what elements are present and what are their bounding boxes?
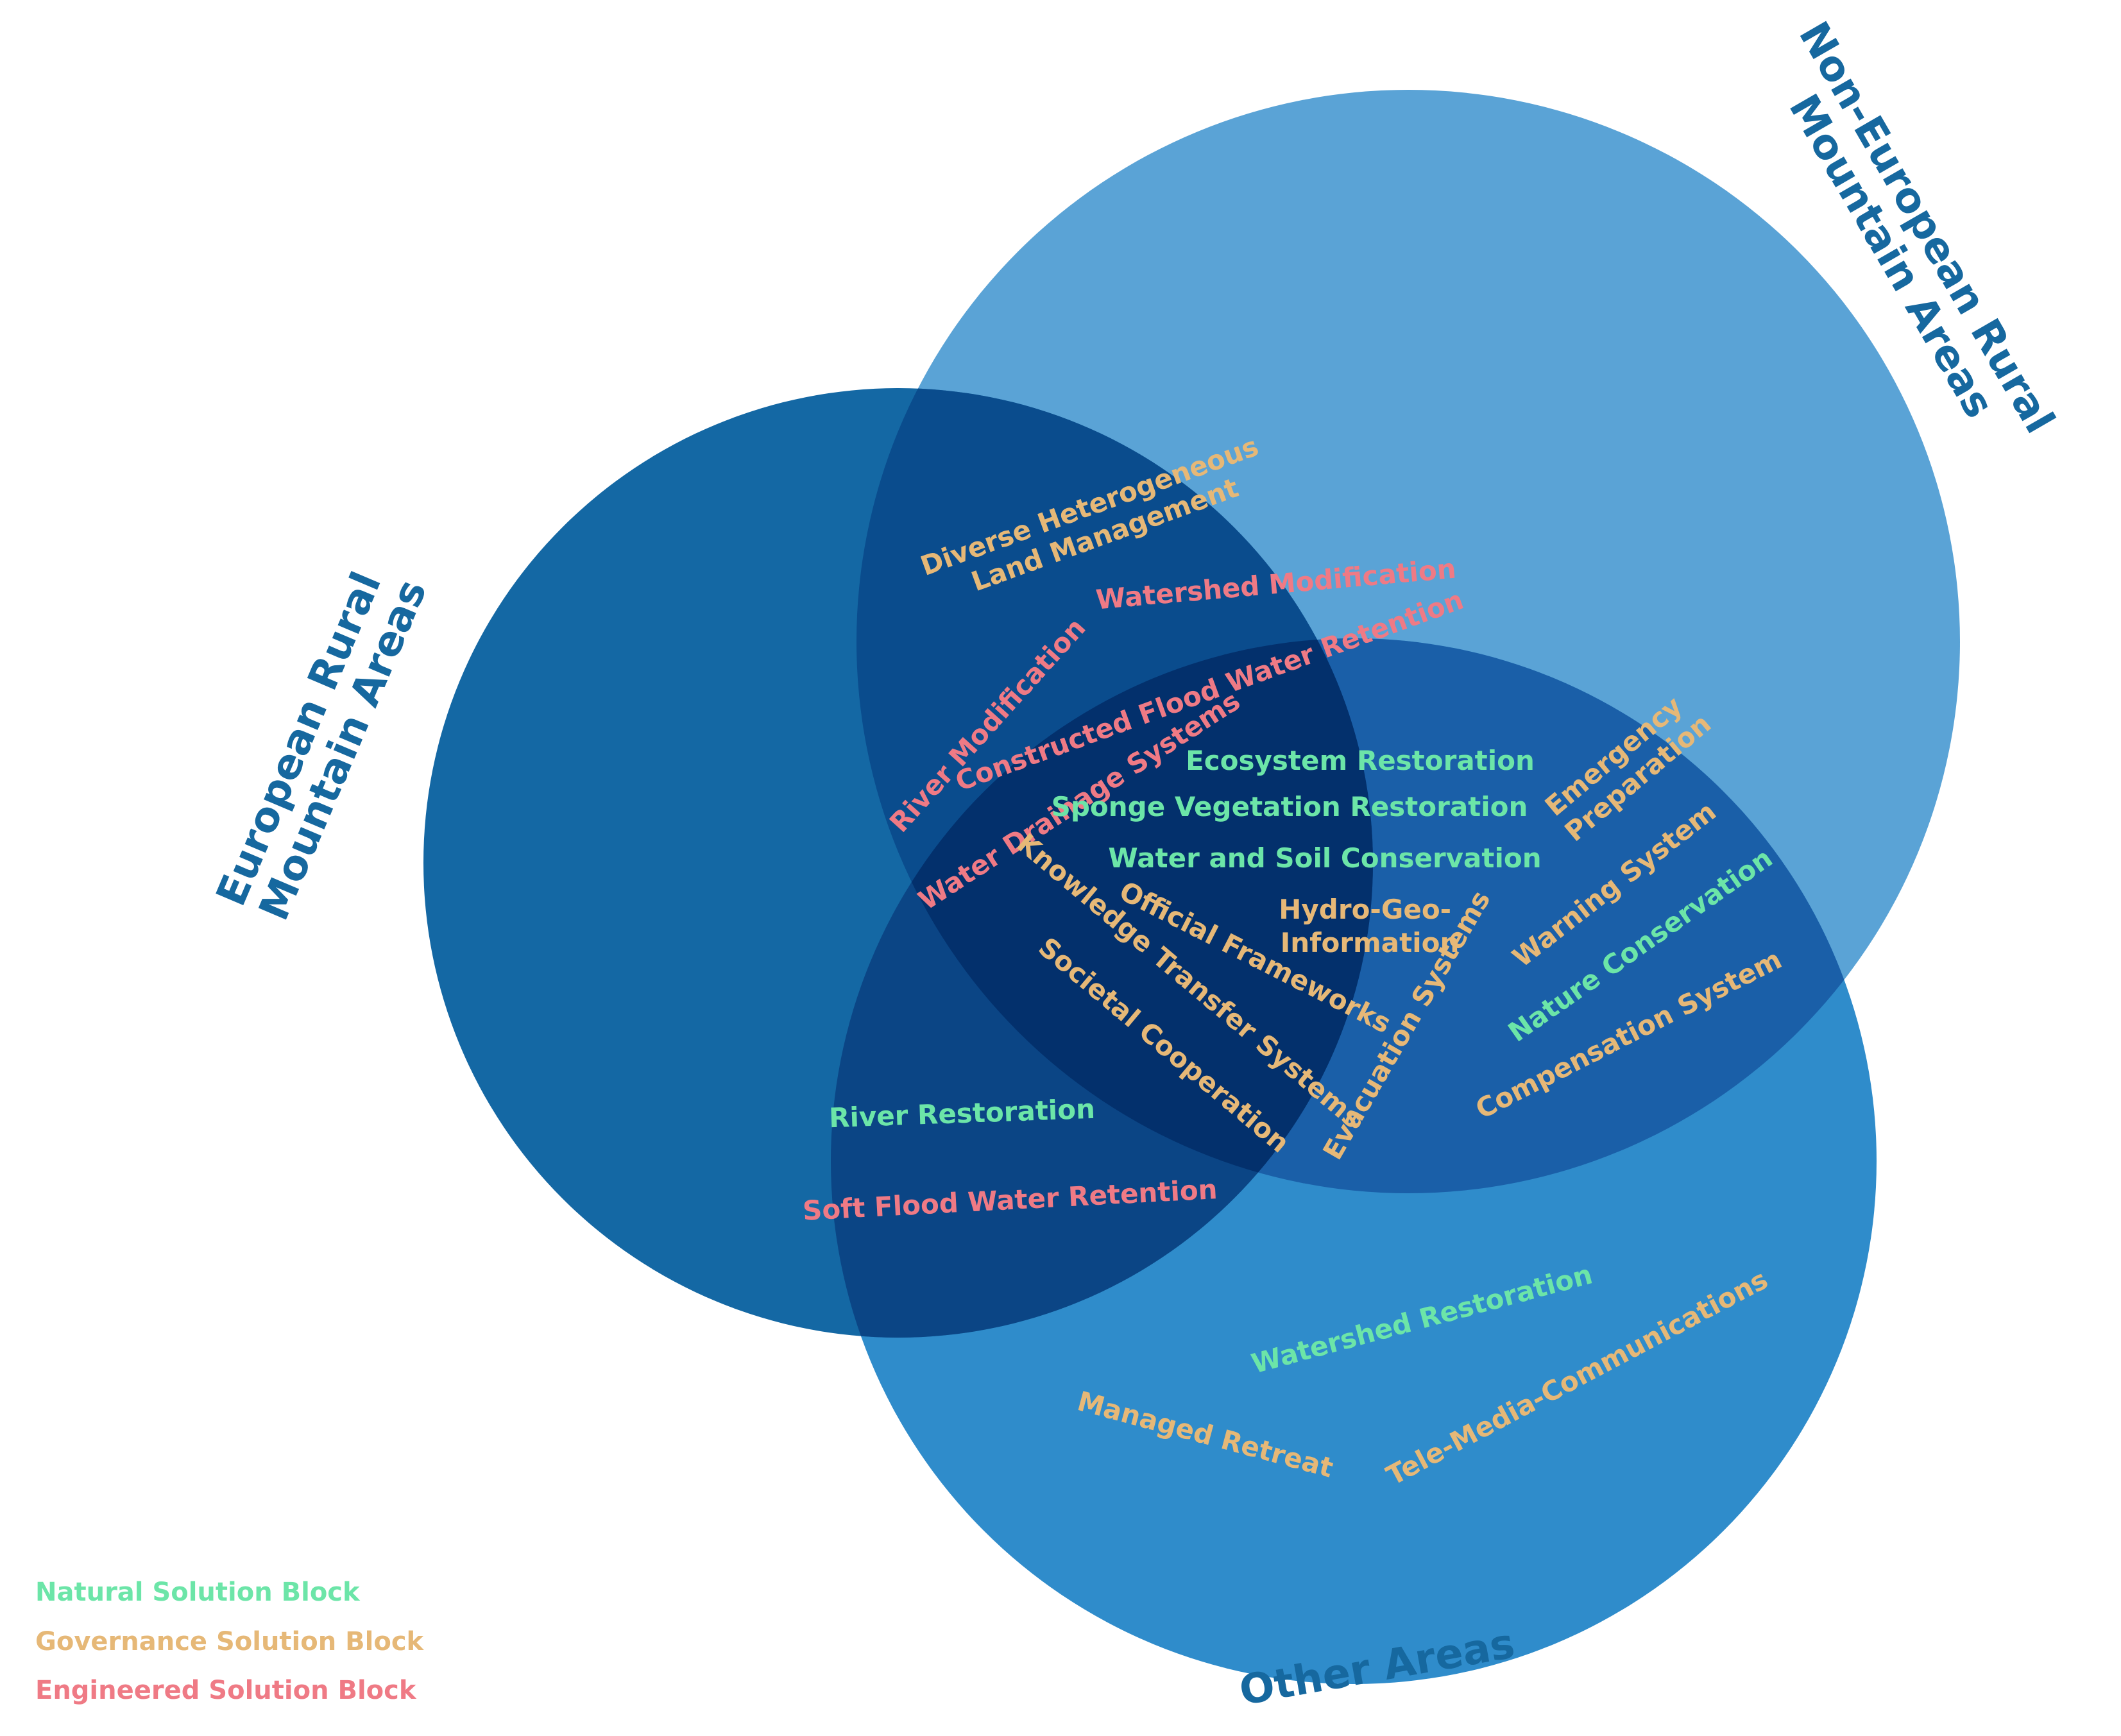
water-and-soil-conservation: Water and Soil Conservation [1108,842,1541,874]
hydro-geo-information: Hydro-Geo- Information [1279,894,1460,958]
sponge-vegetation-restoration: Sponge Vegetation Restoration [1052,791,1528,822]
legend-natural: Natural Solution Block [35,1578,361,1607]
legend-engineered: Engineered Solution Block [35,1676,417,1705]
european-label: European Rural Mountain Areas [208,552,438,930]
ecosystem-restoration: Ecosystem Restoration [1186,745,1535,776]
legend: Natural Solution Block Governance Soluti… [35,1578,425,1705]
legend-governance: Governance Solution Block [35,1627,425,1656]
